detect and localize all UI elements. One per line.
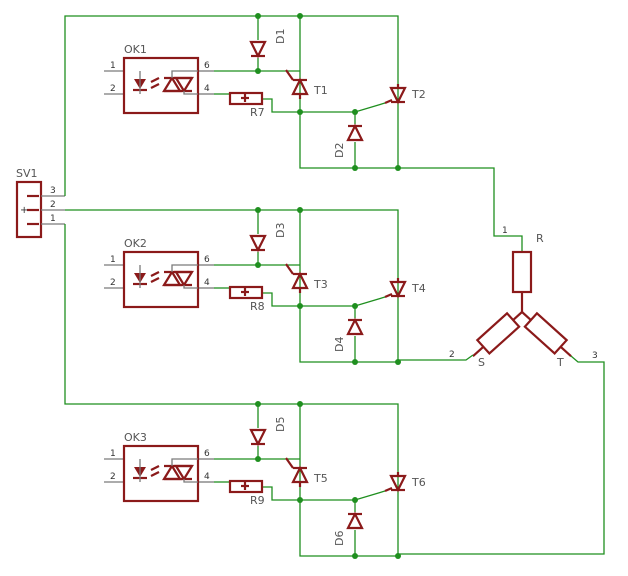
diode-bottom-2 <box>346 317 364 336</box>
diode-top-label: D3 <box>274 223 287 238</box>
diode-top-3 <box>249 428 267 447</box>
thyristor-large-2 <box>384 278 407 299</box>
thyristor-small-3 <box>285 457 309 487</box>
load-label-r: R <box>536 232 544 245</box>
resistor-label: R9 <box>250 494 265 507</box>
load-label-s: S <box>478 356 485 369</box>
load-network: R S T 1 2 3 <box>398 167 605 555</box>
diode-bottom-label: D4 <box>333 337 346 352</box>
diode-top-label: D1 <box>274 29 287 44</box>
thyristor-small-2 <box>285 263 309 293</box>
resistor-1 <box>228 91 264 106</box>
connector-label: SV1 <box>16 167 38 180</box>
opto-pin-2: 2 <box>110 278 116 288</box>
connector-sv1: + SV1 3 2 1 <box>15 167 65 239</box>
thyristor-large-1 <box>384 84 407 105</box>
thyristor-large-label: T6 <box>411 476 426 489</box>
thyristor-small-label: T3 <box>313 278 328 291</box>
opto-pin-1: 1 <box>110 255 116 265</box>
opto-pin-4: 4 <box>204 84 210 94</box>
opto-pin-1: 1 <box>110 61 116 71</box>
thyristor-large-label: T4 <box>411 282 426 295</box>
diode-bottom-label: D6 <box>333 531 346 546</box>
connector-pin-3: 3 <box>50 186 56 196</box>
load-pin-r: 1 <box>502 226 508 236</box>
optocoupler-label: OK3 <box>124 431 147 444</box>
optocoupler-label: OK2 <box>124 237 147 250</box>
diode-bottom-1 <box>346 123 364 142</box>
connector-pin-2: 2 <box>50 200 56 210</box>
connector-wires <box>64 15 399 554</box>
thyristor-small-label: T1 <box>313 84 328 97</box>
diode-bottom-3 <box>346 511 364 530</box>
load-resistor-r <box>511 250 533 294</box>
opto-pin-2: 2 <box>110 84 116 94</box>
opto-pin-6: 6 <box>204 255 210 265</box>
resistor-label: R7 <box>250 106 265 119</box>
diode-top-2 <box>249 234 267 253</box>
load-label-t: T <box>556 356 564 369</box>
thyristor-small-1 <box>285 69 309 99</box>
optocoupler-2 <box>122 250 200 309</box>
resistor-label: R8 <box>250 300 265 313</box>
optocoupler-label: OK1 <box>124 43 147 56</box>
svg-text:+: + <box>20 205 28 216</box>
opto-pin-6: 6 <box>204 61 210 71</box>
thyristor-small-label: T5 <box>313 472 328 485</box>
opto-pin-4: 4 <box>204 472 210 482</box>
optocoupler-1 <box>122 56 200 115</box>
opto-pin-4: 4 <box>204 278 210 288</box>
thyristor-large-3 <box>384 472 407 493</box>
opto-pin-2: 2 <box>110 472 116 482</box>
resistor-3 <box>228 479 264 494</box>
diode-bottom-label: D2 <box>333 143 346 158</box>
diode-top-1 <box>249 40 267 59</box>
load-pin-t: 3 <box>592 351 598 361</box>
opto-pin-6: 6 <box>204 449 210 459</box>
optocoupler-3 <box>122 444 200 503</box>
resistor-2 <box>228 285 264 300</box>
load-pin-s: 2 <box>449 350 455 360</box>
thyristor-large-label: T2 <box>411 88 426 101</box>
diode-top-label: D5 <box>274 417 287 432</box>
opto-pin-1: 1 <box>110 449 116 459</box>
connector-pin-1: 1 <box>50 214 56 224</box>
